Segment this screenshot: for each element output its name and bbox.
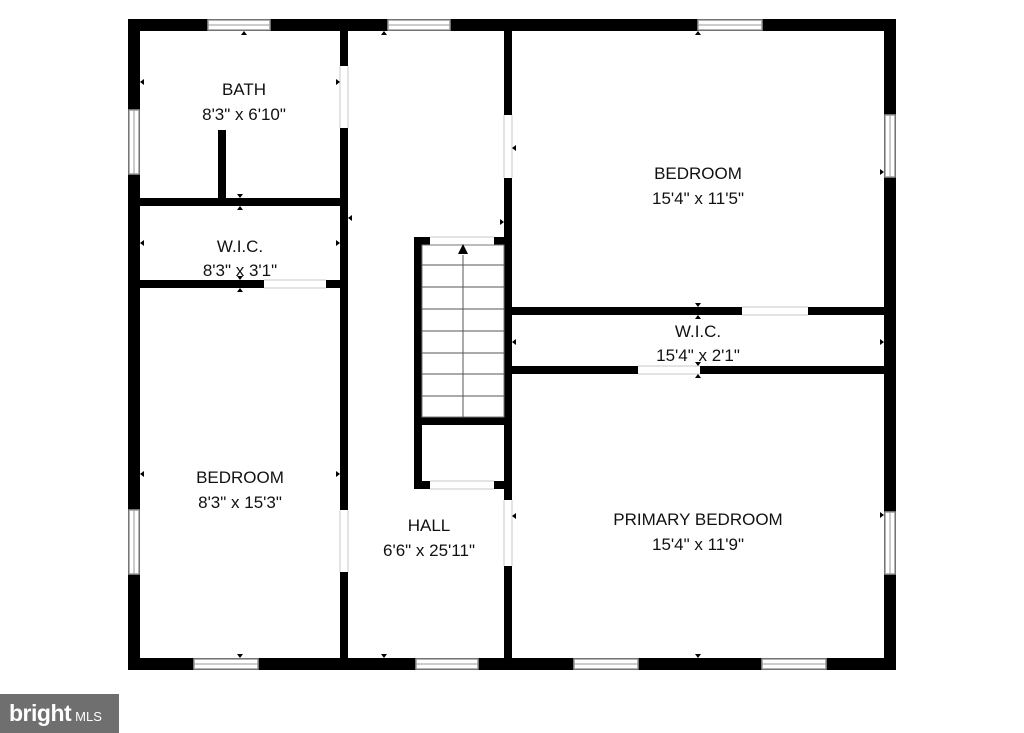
markers (140, 31, 884, 658)
room-dimensions-wic-right: 15'4" x 2'1" (656, 346, 740, 365)
room-labels: BATH 8'3" x 6'10" W.I.C. 8'3" x 3'1" BED… (196, 80, 783, 560)
bright-mls-logo: bright MLS (0, 694, 119, 733)
up-arrow-icon (458, 244, 468, 254)
room-dimensions-bath: 8'3" x 6'10" (202, 105, 286, 124)
room-name-wic-left: W.I.C. (217, 237, 263, 256)
room-name-hall: HALL (408, 516, 451, 535)
doorways (264, 66, 808, 572)
room-name-bath: BATH (222, 80, 266, 99)
room-dimensions-bedroom-right: 15'4" x 11'5" (652, 189, 744, 208)
room-name-primary-bedroom: PRIMARY BEDROOM (613, 510, 782, 529)
logo-mls-text: MLS (75, 708, 102, 724)
stairs (421, 244, 505, 418)
interior-walls (140, 31, 886, 660)
window-mullions (133, 24, 891, 665)
room-name-bedroom-right: BEDROOM (654, 164, 742, 183)
room-dimensions-wic-left: 8'3" x 3'1" (203, 261, 277, 280)
logo-wordmark: bright (9, 700, 72, 726)
room-name-wic-right: W.I.C. (675, 322, 721, 341)
room-dimensions-primary-bedroom: 15'4" x 11'9" (652, 535, 744, 554)
room-dimensions-bedroom-left: 8'3" x 15'3" (198, 493, 282, 512)
room-dimensions-hall: 6'6" x 25'11" (383, 541, 475, 560)
room-name-bedroom-left: BEDROOM (196, 468, 284, 487)
